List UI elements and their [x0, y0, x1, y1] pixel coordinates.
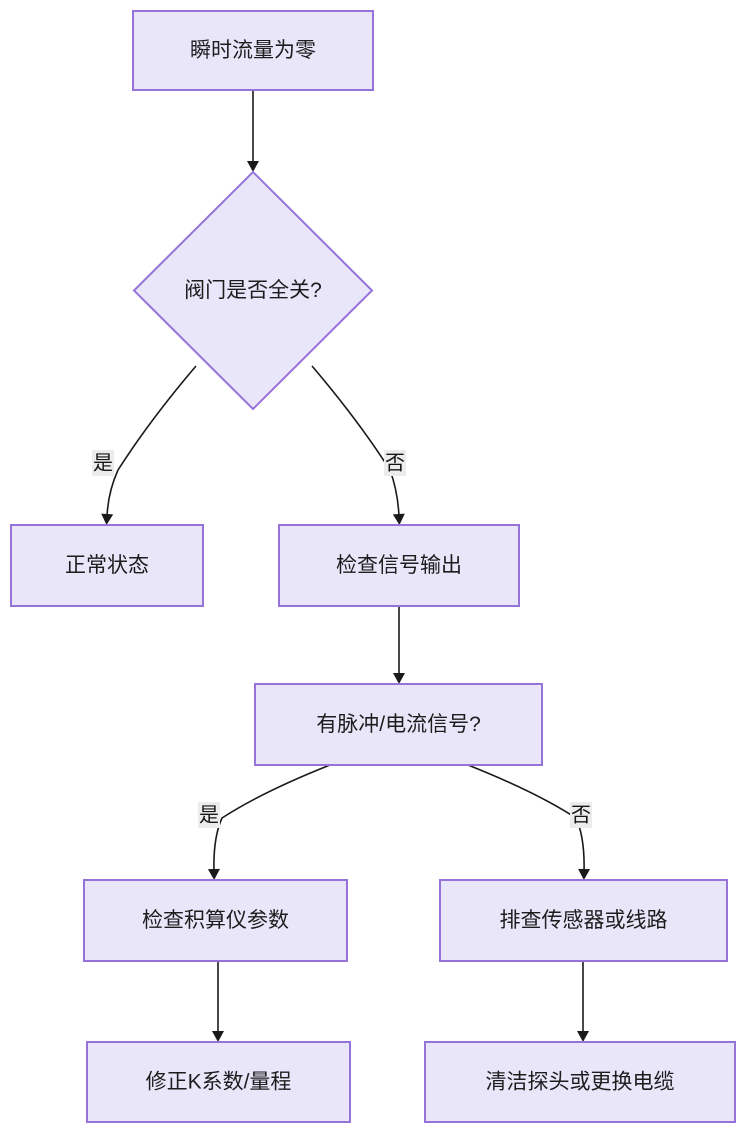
node-label: 检查积算仪参数 [142, 909, 289, 932]
arrowhead-icon [247, 161, 259, 172]
edge-n5-to-n6 [207, 764, 331, 880]
arrowhead-icon [101, 513, 114, 525]
arrowhead-icon [578, 868, 591, 880]
edge-label-是-n3: 是 [92, 450, 114, 476]
node-label: 清洁探头或更换电缆 [486, 1071, 675, 1094]
process-rect [83, 879, 348, 962]
node-label: 排查传感器或线路 [500, 909, 668, 932]
node-清洁探头或更换电缆[interactable]: 清洁探头或更换电缆 [424, 1041, 736, 1123]
node-检查信号输出[interactable]: 检查信号输出 [278, 524, 520, 607]
edge-label-text: 是 [93, 452, 113, 474]
process-rect [278, 524, 520, 607]
arrowhead-icon [207, 868, 220, 880]
edge-label-text: 否 [385, 452, 405, 474]
edge-labels-layer: 是否是否 [92, 450, 592, 828]
process-rect [424, 1041, 736, 1123]
process-rect [439, 879, 728, 962]
edge-line [311, 365, 400, 518]
node-label: 修正K系数/量程 [146, 1071, 292, 1094]
edge-label-text: 否 [571, 804, 591, 826]
edge-label-background [92, 450, 114, 476]
edge-label-background [570, 802, 592, 828]
node-检查积算仪参数[interactable]: 检查积算仪参数 [83, 879, 348, 962]
edge-label-否-n7: 否 [570, 802, 592, 828]
edge-label-background [198, 802, 220, 828]
process-rect [86, 1041, 351, 1123]
edge-n7-to-n9 [577, 961, 589, 1042]
edge-label-text: 是 [199, 804, 219, 826]
node-有脉冲-电流信号-[interactable]: 有脉冲/电流信号? [254, 683, 543, 766]
edge-n2-to-n4 [311, 365, 405, 525]
process-rect [254, 683, 543, 766]
edge-label-否-n4: 否 [384, 450, 406, 476]
edge-n1-to-n2 [247, 90, 259, 172]
node-修正k系数-量程[interactable]: 修正K系数/量程 [86, 1041, 351, 1123]
edge-n4-to-n5 [393, 606, 405, 684]
process-rect [132, 10, 374, 91]
node-label: 有脉冲/电流信号? [316, 713, 481, 736]
node-label: 瞬时流量为零 [190, 39, 316, 62]
edge-label-background [384, 450, 406, 476]
arrowhead-icon [393, 673, 405, 684]
node-label: 正常状态 [65, 554, 149, 577]
process-rect [10, 524, 204, 607]
arrowhead-icon [392, 513, 405, 525]
edge-n2-to-n3 [101, 365, 197, 525]
edge-label-是-n6: 是 [198, 802, 220, 828]
edge-line [467, 764, 585, 873]
arrowhead-icon [577, 1031, 589, 1042]
node-阀门是否全关-[interactable]: 阀门是否全关? [132, 170, 374, 411]
decision-diamond [132, 170, 374, 411]
edge-line [106, 365, 197, 518]
edge-n6-to-n8 [212, 961, 224, 1042]
node-排查传感器或线路[interactable]: 排查传感器或线路 [439, 879, 728, 962]
node-正常状态[interactable]: 正常状态 [10, 524, 204, 607]
edge-line [213, 764, 331, 873]
node-瞬时流量为零[interactable]: 瞬时流量为零 [132, 10, 374, 91]
node-label: 检查信号输出 [336, 554, 462, 577]
arrowhead-icon [212, 1031, 224, 1042]
node-label: 阀门是否全关? [184, 279, 322, 302]
